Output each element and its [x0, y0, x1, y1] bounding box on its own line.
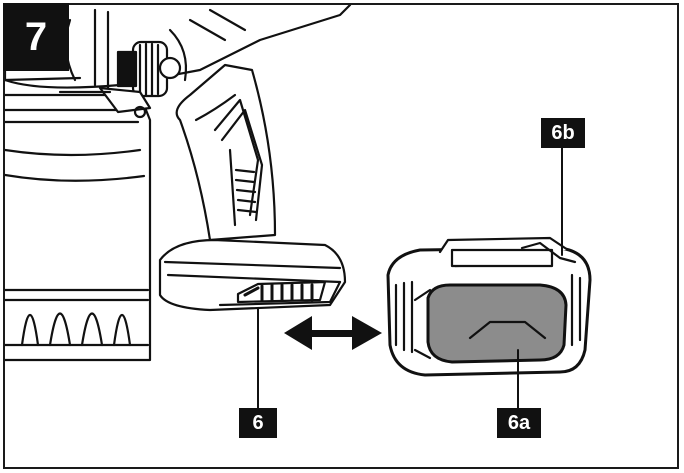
figure-frame — [3, 3, 679, 469]
callout-label-6a: 6a — [497, 408, 541, 438]
step-number: 7 — [24, 14, 48, 59]
callout-leader-lines — [257, 142, 563, 409]
spray-gun-handle — [175, 63, 277, 242]
battery-mount-foot — [158, 238, 347, 312]
step-number-badge: 7 — [3, 3, 69, 71]
paint-container — [5, 93, 152, 362]
callout-label-6b: 6b — [541, 118, 585, 148]
spray-gun-body — [5, 5, 352, 119]
callout-label-6: 6 — [239, 408, 277, 438]
battery-pack — [386, 236, 592, 377]
double-headed-arrow-icon — [284, 316, 382, 350]
